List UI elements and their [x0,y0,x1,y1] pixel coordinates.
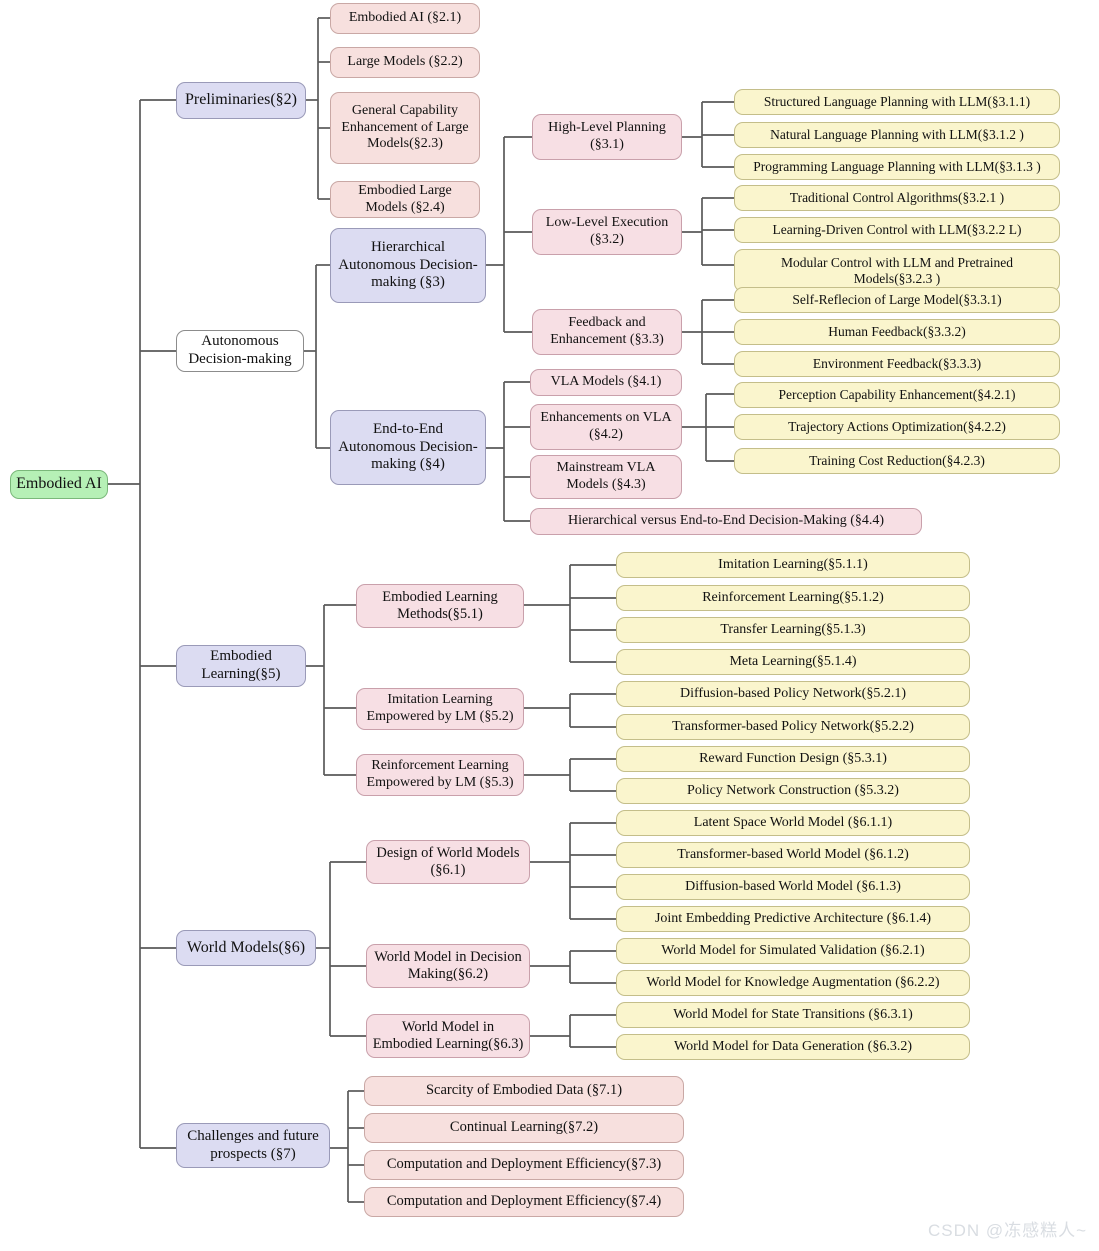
node-s5-1-1[interactable]: Imitation Learning(§5.1.1) [616,552,970,578]
node-s4-2-1[interactable]: Perception Capability Enhancement(§4.2.1… [734,382,1060,408]
node-s2-3[interactable]: General Capability Enhancement of Large … [330,92,480,164]
node-autonomous-decision-making[interactable]: Autonomous Decision-making [176,330,304,372]
node-s7-4[interactable]: Computation and Deployment Efficiency(§7… [364,1187,684,1217]
node-s3-2[interactable]: Low-Level Execution (§3.2) [532,209,682,255]
node-s2-4[interactable]: Embodied Large Models (§2.4) [330,181,480,218]
node-s6-3[interactable]: World Model in Embodied Learning(§6.3) [366,1014,530,1058]
node-s3-2-3[interactable]: Modular Control with LLM and Pretrained … [734,249,1060,292]
node-challenges[interactable]: Challenges and future prospects (§7) [176,1123,330,1168]
node-s4-3[interactable]: Mainstream VLA Models (§4.3) [530,455,682,499]
node-s7-1[interactable]: Scarcity of Embodied Data (§7.1) [364,1076,684,1106]
node-s5-3-2[interactable]: Policy Network Construction (§5.3.2) [616,778,970,804]
node-s3-1-2[interactable]: Natural Language Planning with LLM(§3.1.… [734,122,1060,148]
node-s7-2[interactable]: Continual Learning(§7.2) [364,1113,684,1143]
node-s6-3-2[interactable]: World Model for Data Generation (§6.3.2) [616,1034,970,1060]
node-s3-1-1[interactable]: Structured Language Planning with LLM(§3… [734,89,1060,115]
node-s5-1-3[interactable]: Transfer Learning(§5.1.3) [616,617,970,643]
node-s6-2-2[interactable]: World Model for Knowledge Augmentation (… [616,970,970,996]
node-s3-2-2[interactable]: Learning-Driven Control with LLM(§3.2.2 … [734,217,1060,243]
node-s4-4[interactable]: Hierarchical versus End-to-End Decision-… [530,508,922,535]
node-s6-2[interactable]: World Model in Decision Making(§6.2) [366,944,530,988]
node-s3-1[interactable]: High-Level Planning (§3.1) [532,114,682,160]
node-s4-2-3[interactable]: Training Cost Reduction(§4.2.3) [734,448,1060,474]
watermark: CSDN @冻感糕人~ [928,1221,1088,1240]
node-s6-1-4[interactable]: Joint Embedding Predictive Architecture … [616,906,970,932]
node-root[interactable]: Embodied AI [10,470,108,499]
node-s4-1[interactable]: VLA Models (§4.1) [530,369,682,396]
node-s6-1-2[interactable]: Transformer-based World Model (§6.1.2) [616,842,970,868]
node-s4-2[interactable]: Enhancements on VLA (§4.2) [530,404,682,450]
node-embodied-learning[interactable]: Embodied Learning(§5) [176,645,306,687]
node-s7-3[interactable]: Computation and Deployment Efficiency(§7… [364,1150,684,1180]
node-preliminaries[interactable]: Preliminaries(§2) [176,82,306,119]
node-world-models[interactable]: World Models(§6) [176,930,316,966]
node-s5-2-1[interactable]: Diffusion-based Policy Network(§5.2.1) [616,681,970,707]
node-s3[interactable]: Hierarchical Autonomous Decision-making … [330,228,486,303]
node-s5-3[interactable]: Reinforcement Learning Empowered by LM (… [356,754,524,796]
node-s5-3-1[interactable]: Reward Function Design (§5.3.1) [616,746,970,772]
node-s3-3-2[interactable]: Human Feedback(§3.3.2) [734,319,1060,345]
node-s6-1-3[interactable]: Diffusion-based World Model (§6.1.3) [616,874,970,900]
node-s5-2[interactable]: Imitation Learning Empowered by LM (§5.2… [356,688,524,730]
node-s6-3-1[interactable]: World Model for State Transitions (§6.3.… [616,1002,970,1028]
node-s5-1-2[interactable]: Reinforcement Learning(§5.1.2) [616,585,970,611]
node-s2-2[interactable]: Large Models (§2.2) [330,47,480,78]
node-s3-3[interactable]: Feedback and Enhancement (§3.3) [532,309,682,355]
node-s4-2-2[interactable]: Trajectory Actions Optimization(§4.2.2) [734,414,1060,440]
node-s6-2-1[interactable]: World Model for Simulated Validation (§6… [616,938,970,964]
node-s4[interactable]: End-to-End Autonomous Decision-making (§… [330,410,486,485]
node-s5-1[interactable]: Embodied Learning Methods(§5.1) [356,584,524,628]
node-s5-1-4[interactable]: Meta Learning(§5.1.4) [616,649,970,675]
node-s2-1[interactable]: Embodied AI (§2.1) [330,3,480,34]
node-s3-3-3[interactable]: Environment Feedback(§3.3.3) [734,351,1060,377]
node-s3-2-1[interactable]: Traditional Control Algorithms(§3.2.1 ) [734,185,1060,211]
node-s3-3-1[interactable]: Self-Reflecion of Large Model(§3.3.1) [734,287,1060,313]
node-s5-2-2[interactable]: Transformer-based Policy Network(§5.2.2) [616,714,970,740]
node-s3-1-3[interactable]: Programming Language Planning with LLM(§… [734,154,1060,180]
node-s6-1[interactable]: Design of World Models (§6.1) [366,840,530,884]
node-s6-1-1[interactable]: Latent Space World Model (§6.1.1) [616,810,970,836]
